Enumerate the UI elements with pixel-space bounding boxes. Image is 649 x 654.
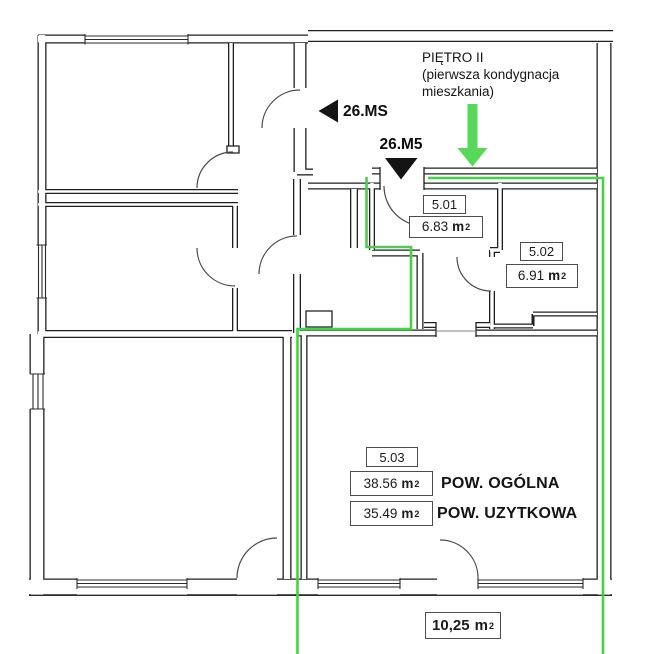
unit-entrance-triangle-icon <box>385 158 418 180</box>
wall-details <box>226 145 477 337</box>
floor-subtitle: (pierwsza kondygnacja mieszkania) <box>422 67 560 99</box>
window-left-lower <box>30 373 45 410</box>
staircase-marker-label: 26.MS <box>343 103 388 120</box>
total-area-label: POW. OGÓLNA <box>441 475 560 492</box>
window-bottom-left <box>76 578 188 589</box>
unit-boundary <box>296 176 605 654</box>
staircase-triangle-icon <box>318 99 338 123</box>
room-503-usable-area: 35.49 <box>363 505 398 521</box>
room-503-number: 5.03 <box>379 449 405 465</box>
room-502-number-box: 5.02 <box>520 242 563 261</box>
door-arc-room-a <box>196 151 234 189</box>
door-arc-middle-room <box>258 235 298 275</box>
room-502-number: 5.02 <box>528 244 555 259</box>
window-bottom-right <box>477 578 584 589</box>
unit-boundary-right-line <box>428 176 605 654</box>
floor-title: PIĘTRO II <box>422 50 484 65</box>
door-arc-balcony-left <box>236 537 278 579</box>
shaft-detail <box>305 310 333 328</box>
door-jambs <box>379 167 477 337</box>
door-arcs <box>196 89 492 579</box>
door-arc-room-b <box>196 247 236 287</box>
room-503-total-area: 38.56 <box>363 475 398 491</box>
room-503-number-box: 5.03 <box>366 447 418 467</box>
window-left-upper <box>36 244 47 299</box>
wall-step-detail <box>226 145 240 154</box>
unit-marker-label: 26.M5 <box>379 136 423 153</box>
window-top <box>84 34 189 45</box>
entrance-arrow-icon <box>457 104 488 167</box>
room-501-number-box: 5.01 <box>423 195 466 214</box>
door-arc-room-502 <box>456 256 492 292</box>
door-arc-balcony-right <box>439 539 479 579</box>
unit-boundary-left-line <box>296 177 413 654</box>
room-501-area: 6.83 <box>421 219 449 235</box>
room-502-area: 6.91 <box>517 268 545 284</box>
windows <box>29 34 612 596</box>
usable-area-label: POW. UZYTKOWA <box>437 505 578 522</box>
window-bottom-middle <box>317 578 401 589</box>
room-501-number: 5.01 <box>431 197 458 212</box>
door-arc-corridor <box>261 89 301 129</box>
balcony-area: 10,25 <box>432 617 470 634</box>
